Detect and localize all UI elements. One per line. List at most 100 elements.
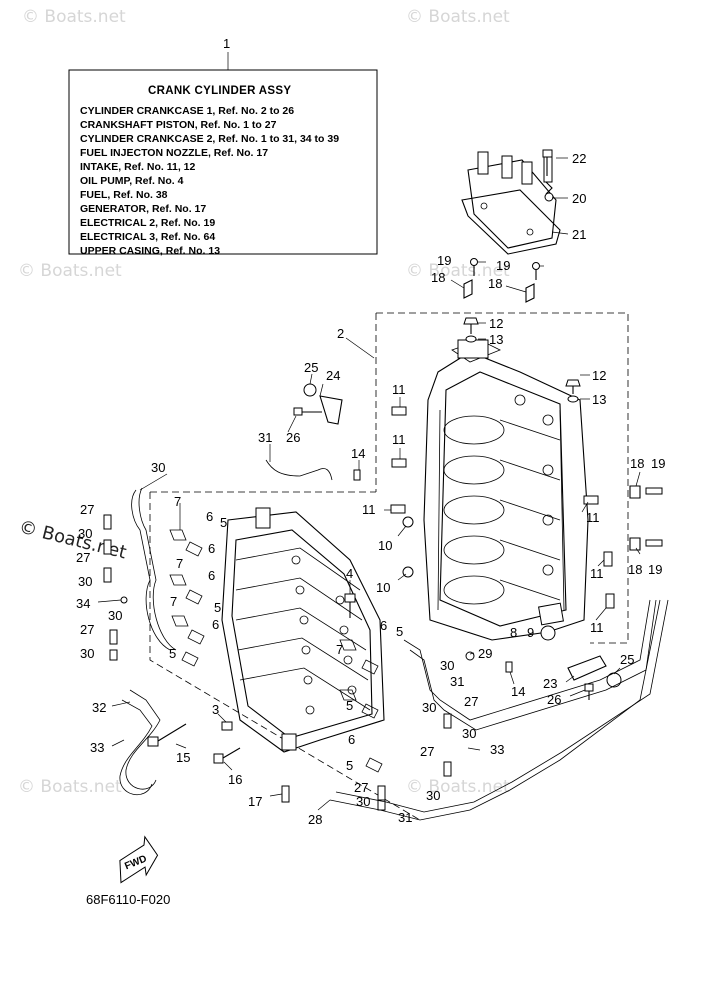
callout-7c: 7: [170, 594, 177, 609]
callout-30e: 30: [80, 646, 94, 661]
watermark-top-left: © Boats.net: [22, 7, 126, 27]
info-line-7: FUEL, Ref. No. 38: [80, 189, 168, 201]
callout-23: 23: [543, 676, 557, 691]
callout-16: 16: [228, 772, 242, 787]
callout-7a: 7: [174, 494, 181, 509]
callout-11b: 11: [392, 432, 406, 447]
callout-18c: 18: [630, 456, 644, 471]
callout-9: 9: [527, 625, 534, 640]
callout-31b: 31: [450, 674, 464, 689]
callout-6d: 6: [212, 617, 219, 632]
callout-19d: 19: [648, 562, 662, 577]
watermark-mid-left: © Boats.net: [18, 261, 122, 281]
callout-13a: 13: [489, 332, 503, 347]
callout-19c: 19: [651, 456, 665, 471]
info-line-8: GENERATOR, Ref. No. 17: [80, 203, 206, 215]
callout-5c: 5: [169, 646, 176, 661]
info-line-1: CYLINDER CRANKCASE 1, Ref. No. 2 to 26: [80, 105, 294, 117]
watermark-dark: © Boats.net: [17, 516, 129, 563]
diagram-code: 68F6110-F020: [86, 892, 170, 907]
callout-7b: 7: [176, 556, 183, 571]
callout-30b: 30: [78, 526, 92, 541]
callout-5a: 5: [220, 515, 227, 530]
callout-5b: 5: [214, 600, 221, 615]
crankcase-boundary: [376, 312, 629, 644]
callout-25a: 25: [304, 360, 318, 375]
callout-19a: 19: [437, 253, 451, 268]
callout-18a: 18: [431, 270, 445, 285]
callout-20: 20: [572, 191, 586, 206]
assembly-info-box: CRANK CYLINDER ASSY CYLINDER CRANKCASE 1…: [68, 52, 378, 257]
callout-34: 34: [76, 596, 90, 611]
watermark-mid-right: © Boats.net: [406, 261, 510, 281]
callout-30g: 30: [422, 700, 436, 715]
callout-30c: 30: [78, 574, 92, 589]
callout-7d: 7: [336, 642, 343, 657]
callout-12b: 12: [592, 368, 606, 383]
callout-33a: 33: [90, 740, 104, 755]
callout-2: 2: [337, 326, 344, 341]
callout-11f: 11: [590, 620, 604, 635]
callout-30a: 30: [151, 460, 165, 475]
callout-32: 32: [92, 700, 106, 715]
info-line-2: CRANKSHAFT PISTON, Ref. No. 1 to 27: [80, 119, 277, 131]
callout-4: 4: [346, 566, 353, 581]
callout-27e: 27: [420, 744, 434, 759]
callout-5d: 5: [396, 624, 403, 639]
callout-28: 28: [308, 812, 322, 827]
info-line-5: INTAKE, Ref. No. 11, 12: [80, 161, 195, 173]
callout-1: 1: [223, 36, 230, 51]
callout-26b: 26: [547, 692, 561, 707]
info-box-frame: [68, 69, 378, 255]
callout-27c: 27: [80, 622, 94, 637]
callout-15: 15: [176, 750, 190, 765]
callout-18d: 18: [628, 562, 642, 577]
info-line-10: ELECTRICAL 3, Ref. No. 64: [80, 231, 215, 243]
callout-10b: 10: [376, 580, 390, 595]
callout-5e: 5: [346, 698, 353, 713]
callout-22: 22: [572, 151, 586, 166]
watermark-bottom-left: © Boats.net: [18, 777, 122, 797]
callout-19b: 19: [496, 258, 510, 273]
callout-11d: 11: [586, 510, 600, 525]
watermark-top-right: © Boats.net: [406, 7, 510, 27]
callout-14a: 14: [351, 446, 365, 461]
leader-lines: [97, 157, 641, 811]
callout-31c: 31: [398, 810, 412, 825]
callout-30i: 30: [426, 788, 440, 803]
callout-31a: 31: [258, 430, 272, 445]
callout-27a: 27: [80, 502, 94, 517]
callout-12a: 12: [489, 316, 503, 331]
callout-25b: 25: [620, 652, 634, 667]
callout-14b: 14: [511, 684, 525, 699]
callout-30j: 30: [356, 794, 370, 809]
callout-27f: 27: [354, 780, 368, 795]
cylinder-block: [221, 507, 385, 753]
callout-30d: 30: [108, 608, 122, 623]
info-line-3: CYLINDER CRANKCASE 2, Ref. No. 1 to 31, …: [80, 133, 339, 145]
callout-3: 3: [212, 702, 219, 717]
cylinder-head-cover: [461, 151, 561, 255]
callout-29: 29: [478, 646, 492, 661]
callout-30h: 30: [462, 726, 476, 741]
callout-5f: 5: [346, 758, 353, 773]
hardware-parts: [103, 149, 663, 884]
callout-13b: 13: [592, 392, 606, 407]
callout-17: 17: [248, 794, 262, 809]
callout-33b: 33: [490, 742, 504, 757]
callout-11a: 11: [392, 382, 406, 397]
info-line-4: FUEL INJECTON NOZZLE, Ref. No. 17: [80, 147, 268, 159]
info-line-6: OIL PUMP, Ref. No. 4: [80, 175, 184, 187]
crankcase-block: [423, 339, 589, 641]
callout-6f: 6: [348, 732, 355, 747]
info-line-11: UPPER CASING, Ref. No. 13: [80, 245, 220, 257]
callout-21: 21: [572, 227, 586, 242]
callout-30f: 30: [440, 658, 454, 673]
watermark-bottom-right: © Boats.net: [406, 777, 510, 797]
callout-6b: 6: [208, 541, 215, 556]
callout-27b: 27: [76, 550, 90, 565]
callout-6c: 6: [208, 568, 215, 583]
callout-numbers: 1 2 3 4 5 5 5 5 5 5 6 6 6 6 6 6 7 7 7 7 …: [76, 36, 665, 827]
callout-6a: 6: [206, 509, 213, 524]
